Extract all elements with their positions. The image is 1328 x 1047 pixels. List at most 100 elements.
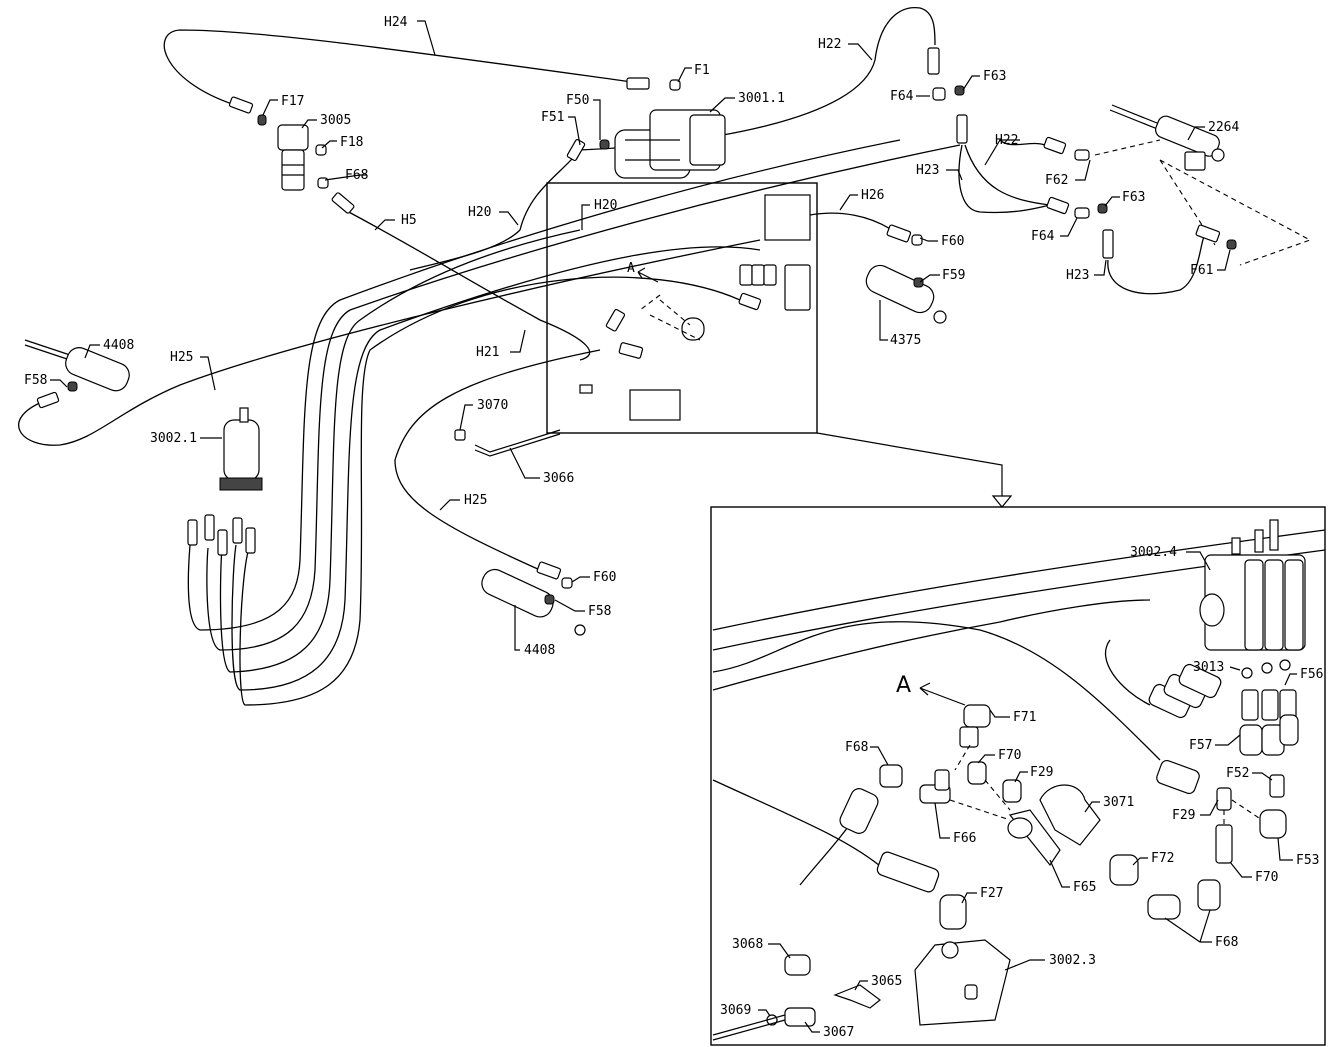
label-4408-low: 4408 <box>524 643 555 658</box>
fitting-f29-right-body <box>1156 759 1200 795</box>
part-3071 <box>1039 784 1101 846</box>
filter-3005 <box>277 124 309 191</box>
label-h25-low: H25 <box>464 493 487 508</box>
fitting-f68-left-body <box>839 788 879 834</box>
label-f68-top: F68 <box>345 168 368 183</box>
dashed-f29-f70 <box>1223 799 1263 825</box>
fitting-f70-left <box>967 761 987 785</box>
label-f68-det: F68 <box>845 740 868 755</box>
label-3001-1: 3001.1 <box>738 91 785 106</box>
fitting-f29-right <box>1216 787 1232 811</box>
label-f64-top: F64 <box>890 89 914 104</box>
label-h24: H24 <box>384 15 408 30</box>
label-3071: 3071 <box>1103 795 1134 810</box>
label-3013: 3013 <box>1193 660 1224 675</box>
callout-labels: H24 F1 H22 F64 F63 F17 3005 F18 F68 H5 F… <box>24 15 1323 1040</box>
hose-h20-a <box>187 139 901 631</box>
leader-lines <box>50 20 1297 1033</box>
fitting-f58-left <box>67 381 78 392</box>
hose-h26 <box>809 212 896 233</box>
fitting-f50 <box>599 139 610 150</box>
fitting-f53 <box>1259 809 1287 839</box>
mini-arrow-a <box>637 267 659 283</box>
label-f52: F52 <box>1226 766 1249 781</box>
label-h23-low: H23 <box>1066 268 1089 283</box>
fitting-f68-right-a <box>1147 894 1181 920</box>
label-f60-low: F60 <box>593 570 616 585</box>
hose-h22-mid <box>964 144 1051 206</box>
label-2264: 2264 <box>1208 120 1239 135</box>
hose-h25-low <box>394 349 601 571</box>
label-f50: F50 <box>566 93 589 108</box>
label-h20-left: H20 <box>468 205 491 220</box>
label-3002-1: 3002.1 <box>150 431 197 446</box>
label-h20-box: H20 <box>594 198 617 213</box>
label-f29-det: F29 <box>1030 765 1053 780</box>
dashed-a-group <box>949 744 1011 821</box>
label-f60-mid: F60 <box>941 234 964 249</box>
part-3068 <box>784 954 811 976</box>
label-f57: F57 <box>1189 738 1212 753</box>
label-f68-det2: F68 <box>1215 935 1238 950</box>
detail-hose-5 <box>1104 639 1151 706</box>
hose-h5 <box>344 209 591 361</box>
fitting-h25-low-end <box>536 561 562 580</box>
label-3002-4: 3002.4 <box>1130 545 1177 560</box>
rod-3066-detail <box>712 1019 786 1041</box>
label-h22-mid: H22 <box>995 133 1018 148</box>
label-f27: F27 <box>980 886 1003 901</box>
fitting-h23-right <box>1195 224 1221 243</box>
hose-h20-b <box>206 144 961 651</box>
label-f58-low: F58 <box>588 604 611 619</box>
cylinder-4408-low <box>481 568 586 636</box>
label-f17: F17 <box>281 94 304 109</box>
fitting-f71-stem <box>959 726 979 748</box>
fitting-h24-left <box>228 96 254 114</box>
detail-hose-4 <box>712 599 1151 691</box>
hose-h21 <box>239 276 741 706</box>
fitting-f52 <box>1269 774 1285 798</box>
label-h26: H26 <box>861 188 884 203</box>
fitting-f60-mid <box>911 234 923 246</box>
label-3070: 3070 <box>477 398 508 413</box>
fitting-f71 <box>963 704 991 728</box>
fitting-f17 <box>257 114 267 126</box>
label-f72: F72 <box>1151 851 1174 866</box>
label-4375: 4375 <box>890 333 921 348</box>
detail-boundary-large <box>710 506 1326 1046</box>
fitting-h24-end <box>626 77 650 90</box>
fitting-f60-low <box>561 577 573 589</box>
fitting-f66-tee <box>934 769 950 791</box>
fitting-f18 <box>315 144 327 156</box>
fitting-f1 <box>669 79 681 91</box>
label-f65: F65 <box>1073 880 1096 895</box>
label-f70-det2: F70 <box>1255 870 1278 885</box>
label-f71: F71 <box>1013 710 1036 725</box>
cylinder-4408-left <box>24 339 130 392</box>
detail-pointer-line <box>816 432 1003 498</box>
hose-h20-d <box>231 246 761 691</box>
hose-h20-c <box>219 229 581 673</box>
fitting-f68-left <box>879 764 903 788</box>
fitting-f64-mid <box>1046 196 1070 215</box>
detail-hose-3 <box>712 621 1161 761</box>
label-h25-left: H25 <box>170 350 193 365</box>
label-h22-top: H22 <box>818 37 841 52</box>
part-3065 <box>833 984 881 1009</box>
label-f61: F61 <box>1190 263 1213 278</box>
label-4408-left: 4408 <box>103 338 134 353</box>
fitting-f72 <box>1109 854 1139 886</box>
pump-3001-1 <box>614 109 726 179</box>
cylinder-2264 <box>1109 104 1225 171</box>
label-f70-det: F70 <box>998 748 1021 763</box>
handle-3066 <box>454 429 561 457</box>
mini-valve-block <box>579 194 811 421</box>
parts-overview <box>24 47 1312 636</box>
label-3005: 3005 <box>320 113 351 128</box>
fitting-f62 <box>1043 136 1067 155</box>
label-3067: 3067 <box>823 1025 854 1040</box>
label-f29-det2: F29 <box>1172 808 1195 823</box>
label-f18: F18 <box>340 135 363 150</box>
hose-h25-left <box>18 239 761 446</box>
